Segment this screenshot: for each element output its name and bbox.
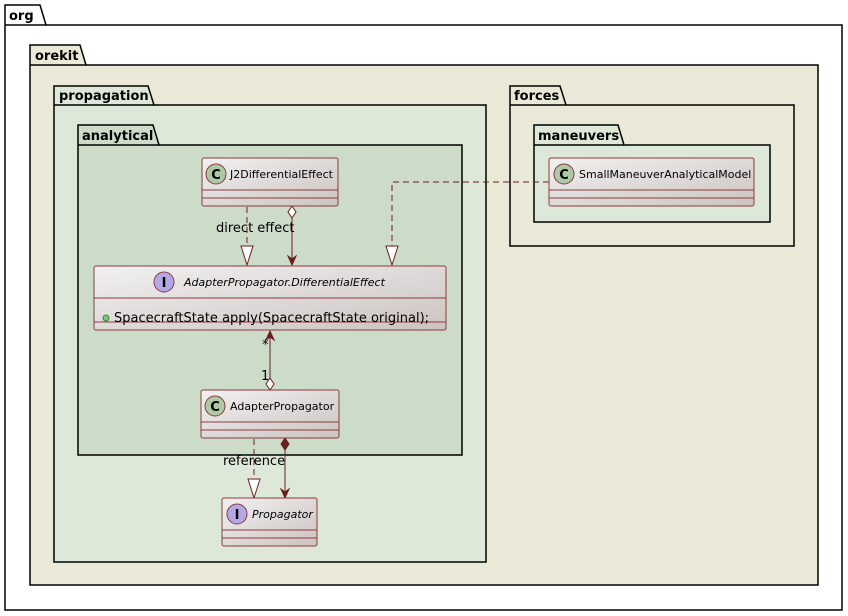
edge-label-multiplicity-one: 1 (261, 369, 269, 384)
class-adapter-propagator[interactable]: C AdapterPropagator (200, 389, 340, 439)
class-badge-icon (204, 395, 226, 417)
edge-adapter-realizes-propagator (247, 439, 261, 500)
class-badge-icon (553, 163, 575, 185)
interface-badge-letter: I (235, 508, 240, 523)
interface-name: AdapterPropagator.DifferentialEffect (183, 276, 386, 289)
edge-label-direct-effect: direct effect (216, 221, 295, 236)
class-j2-differential-effect[interactable]: C J2DifferentialEffect (201, 157, 339, 207)
interface-badge-icon (153, 271, 175, 293)
package-propagation-title: propagation (59, 89, 149, 104)
interface-propagator[interactable]: I Propagator (221, 497, 318, 547)
edge-adapter-composes-propagator (279, 437, 291, 500)
public-method-icon (102, 314, 110, 322)
class-small-maneuver-analytical-model[interactable]: C SmallManeuverAnalyticalModel (548, 157, 755, 207)
edge-j2-aggregates-differential-effect (286, 205, 298, 267)
interface-name: Propagator (252, 508, 314, 521)
package-org-title: org (9, 9, 34, 24)
interface-badge-icon (226, 503, 248, 525)
package-analytical-title: analytical (82, 129, 153, 144)
interface-differential-effect[interactable]: I AdapterPropagator.DifferentialEffect S… (93, 265, 447, 331)
package-orekit-title: orekit (35, 49, 78, 64)
class-name: AdapterPropagator (230, 400, 335, 413)
package-forces-title: forces (514, 89, 560, 104)
class-badge-letter: C (559, 168, 569, 183)
interface-badge-letter: I (162, 276, 167, 291)
class-name: SmallManeuverAnalyticalModel (579, 168, 751, 181)
edge-j2-realizes-differential-effect (240, 207, 254, 267)
edge-label-multiplicity-many: * (262, 338, 269, 353)
class-badge-letter: C (210, 400, 220, 415)
class-badge-icon (205, 163, 227, 185)
class-name: J2DifferentialEffect (229, 168, 334, 181)
class-badge-letter: C (211, 168, 221, 183)
package-maneuvers-title: maneuvers (538, 129, 619, 144)
edge-small-maneuver-realizes-differential-effect (385, 181, 549, 267)
edge-label-reference: reference (223, 454, 285, 469)
method-apply: SpacecraftState apply(SpacecraftState or… (114, 311, 429, 326)
